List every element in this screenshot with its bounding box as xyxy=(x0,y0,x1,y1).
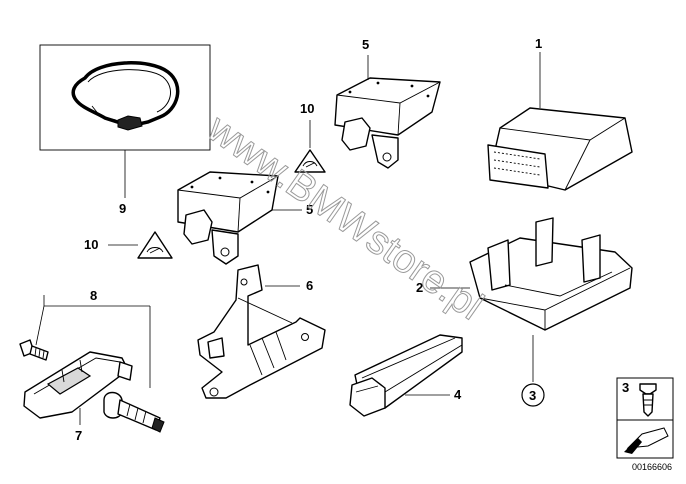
document-number: 00166606 xyxy=(632,462,672,472)
callout-6: 6 xyxy=(306,278,313,293)
warning-label-mid xyxy=(137,231,173,259)
control-module-large xyxy=(487,107,633,191)
control-unit-top xyxy=(334,77,441,169)
callout-5-mid: 5 xyxy=(306,202,313,217)
tire-sensor xyxy=(117,115,143,131)
callout-2: 2 xyxy=(416,280,423,295)
clip-legend-box: 3 xyxy=(616,377,674,459)
callout-9: 9 xyxy=(119,201,126,216)
callout-10-mid: 10 xyxy=(84,237,98,252)
screw xyxy=(19,339,49,361)
valve xyxy=(103,391,165,433)
callout-10-top: 10 xyxy=(300,101,314,116)
bracket xyxy=(197,264,326,399)
callout-1: 1 xyxy=(535,36,542,51)
tire-illustration-box xyxy=(39,44,211,151)
warning-label-top xyxy=(294,149,326,173)
callout-3: 3 xyxy=(529,388,536,403)
legend-callout-3: 3 xyxy=(622,380,629,395)
holder-tray xyxy=(469,217,633,331)
tire-section xyxy=(71,61,180,128)
callout-4: 4 xyxy=(454,387,462,402)
callout-7: 7 xyxy=(75,428,82,443)
callout-3-circle xyxy=(521,383,545,407)
receiver-unit xyxy=(349,334,463,417)
callout-5-top: 5 xyxy=(362,37,369,52)
tpms-sensor xyxy=(23,351,133,419)
callout-8: 8 xyxy=(90,288,97,303)
